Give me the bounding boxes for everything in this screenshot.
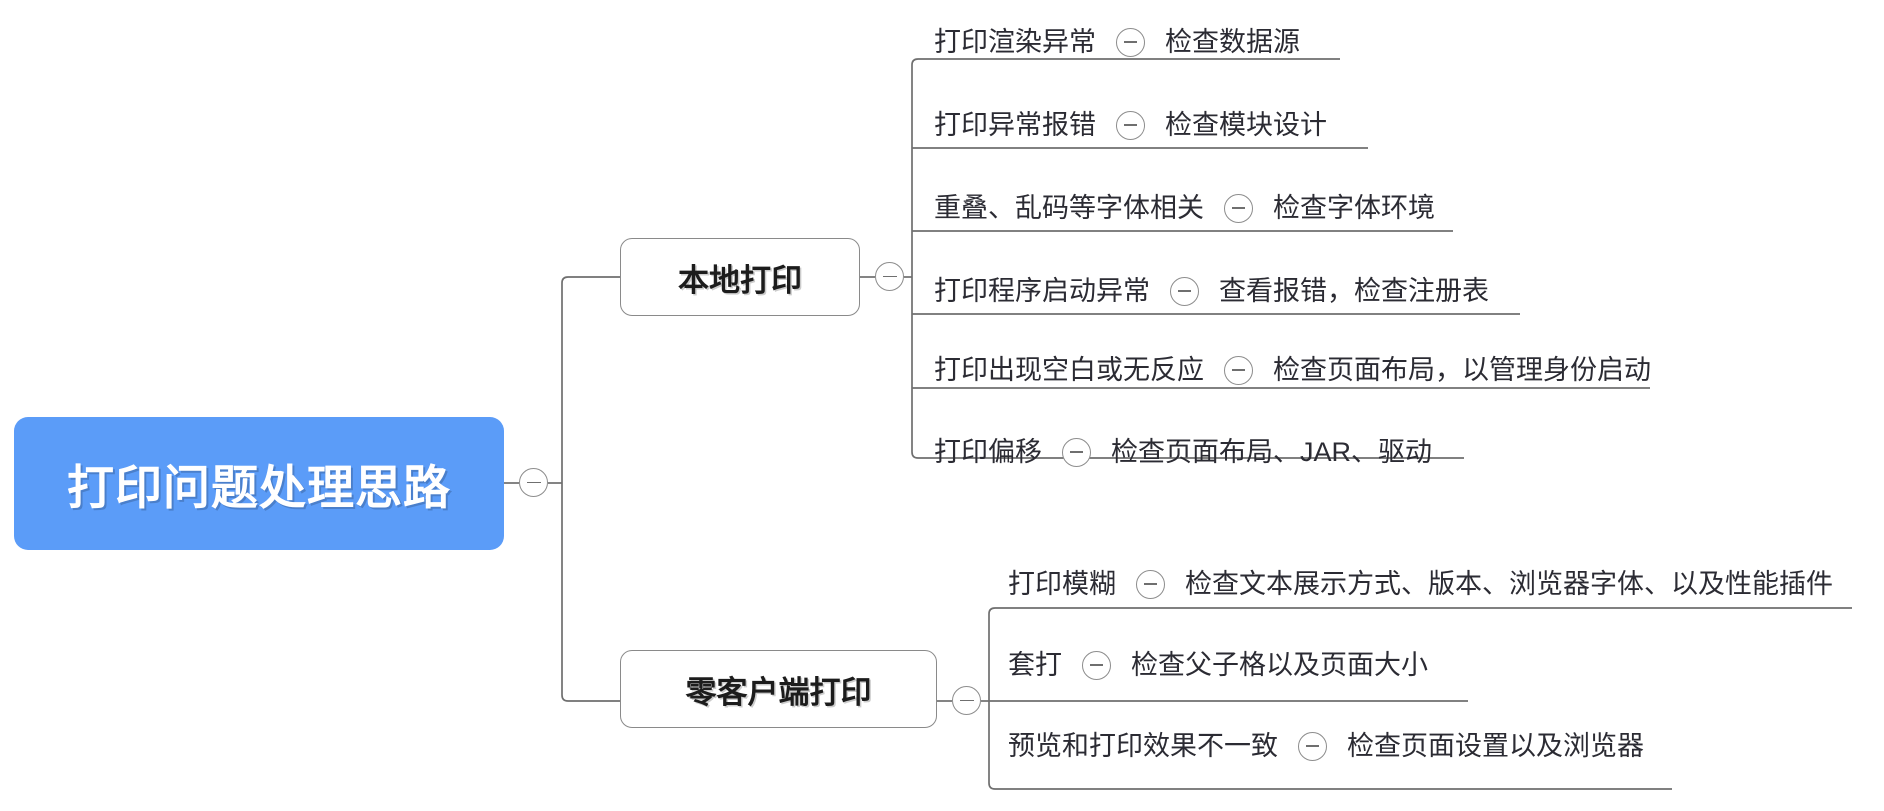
leaf-row[interactable]: 打印程序启动异常 查看报错，检查注册表 bbox=[934, 269, 1489, 313]
root-node[interactable]: 打印问题处理思路 bbox=[14, 417, 504, 550]
branch-label-zero-client-print: 零客户端打印 bbox=[685, 674, 872, 710]
leaf-action: 检查数据源 bbox=[1165, 26, 1300, 57]
leaf-action: 查看报错，检查注册表 bbox=[1219, 275, 1489, 306]
branch-label-local-print: 本地打印 bbox=[678, 262, 802, 298]
leaf-action: 检查父子格以及页面大小 bbox=[1131, 649, 1428, 680]
minus-circle-icon[interactable] bbox=[1062, 437, 1091, 467]
minus-circle-icon[interactable] bbox=[1298, 731, 1327, 761]
leaf-row[interactable]: 打印渲染异常 检查数据源 bbox=[934, 20, 1300, 64]
branch-collapse-minus-circle-icon-zero-client-print[interactable] bbox=[952, 686, 981, 715]
leaf-topic: 打印程序启动异常 bbox=[934, 275, 1150, 306]
root-label: 打印问题处理思路 bbox=[67, 461, 451, 514]
branch-node-zero-client-print[interactable]: 零客户端打印 bbox=[620, 650, 937, 728]
leaf-row[interactable]: 预览和打印效果不一致 检查页面设置以及浏览器 bbox=[1008, 724, 1644, 768]
leaf-action: 检查模块设计 bbox=[1165, 109, 1327, 140]
leaf-topic: 预览和打印效果不一致 bbox=[1008, 730, 1278, 761]
minus-circle-icon[interactable] bbox=[1224, 355, 1253, 385]
leaf-action: 检查页面布局，以管理身份启动 bbox=[1273, 354, 1651, 385]
leaf-row[interactable]: 套打 检查父子格以及页面大小 bbox=[1008, 643, 1428, 687]
leaf-row[interactable]: 打印偏移 检查页面布局、JAR、驱动 bbox=[934, 430, 1432, 474]
leaf-row[interactable]: 打印出现空白或无反应 检查页面布局，以管理身份启动 bbox=[934, 348, 1651, 392]
minus-circle-icon[interactable] bbox=[1116, 110, 1145, 140]
leaf-topic: 打印模糊 bbox=[1008, 568, 1116, 599]
leaf-topic: 打印渲染异常 bbox=[934, 26, 1096, 57]
minus-circle-icon[interactable] bbox=[1082, 650, 1111, 680]
leaf-topic: 打印异常报错 bbox=[934, 109, 1096, 140]
branch-collapse-minus-circle-icon-local-print[interactable] bbox=[875, 262, 904, 291]
leaf-topic: 重叠、乱码等字体相关 bbox=[934, 192, 1204, 223]
leaf-row[interactable]: 打印异常报错 检查模块设计 bbox=[934, 103, 1327, 147]
leaf-action: 检查页面布局、JAR、驱动 bbox=[1111, 436, 1433, 467]
minus-circle-icon[interactable] bbox=[1116, 27, 1145, 57]
leaf-action: 检查文本展示方式、版本、浏览器字体、以及性能插件 bbox=[1185, 568, 1833, 599]
leaf-topic: 打印偏移 bbox=[934, 436, 1042, 467]
leaf-topic: 套打 bbox=[1008, 649, 1062, 680]
leaf-row[interactable]: 打印模糊 检查文本展示方式、版本、浏览器字体、以及性能插件 bbox=[1008, 562, 1833, 606]
branch-node-local-print[interactable]: 本地打印 bbox=[620, 238, 860, 316]
leaf-action: 检查页面设置以及浏览器 bbox=[1347, 730, 1644, 761]
minus-circle-icon[interactable] bbox=[1224, 193, 1253, 223]
leaf-action: 检查字体环境 bbox=[1273, 192, 1435, 223]
minus-circle-icon[interactable] bbox=[1136, 569, 1165, 599]
leaf-row[interactable]: 重叠、乱码等字体相关 检查字体环境 bbox=[934, 186, 1435, 230]
minus-circle-icon[interactable] bbox=[1170, 276, 1199, 306]
root-collapse-minus-circle-icon[interactable] bbox=[519, 468, 548, 497]
leaf-topic: 打印出现空白或无反应 bbox=[934, 354, 1204, 385]
